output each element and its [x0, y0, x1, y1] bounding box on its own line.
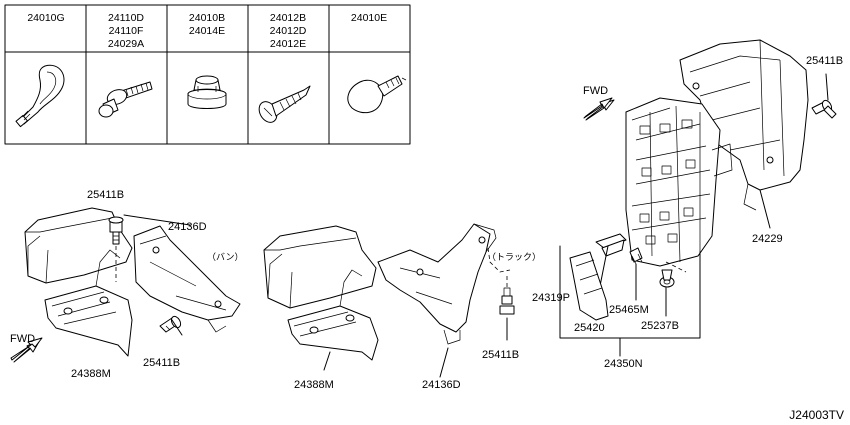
- legend-header-col1-line1: 24010G: [27, 12, 64, 24]
- legend-header-col3-line1: 24010B: [189, 12, 225, 24]
- label-fwd-right: FWD: [583, 85, 608, 97]
- legend-table: 24010G 24110D 24110F 24029A 24010B 24014…: [4, 4, 411, 145]
- label-relay-25465m: 25465M: [609, 304, 649, 316]
- right-assembly: FWD 25411B: [532, 39, 843, 370]
- diagram-code: J24003TV: [789, 408, 844, 422]
- legend-header-col2-line1: 24110D: [108, 12, 144, 24]
- legend-header-col4-line2: 24012D: [270, 25, 307, 37]
- label-protector-24388m-middle: 24388M: [294, 379, 334, 391]
- fwd-arrow-left-icon: [10, 337, 43, 363]
- legend-header-col2-line3: 24029A: [108, 38, 144, 50]
- left-assembly: 25411B 24136D （バン） 25411B 24388M FWD: [10, 189, 243, 380]
- legend-header-col4-line1: 24012B: [270, 12, 306, 24]
- fwd-arrow-right-icon: [583, 97, 615, 121]
- label-protector-24388m-left: 24388M: [71, 368, 111, 380]
- bolt-middle-icon: [499, 287, 515, 315]
- push-clip-icon: [347, 75, 407, 114]
- label-fwd-left: FWD: [10, 333, 35, 345]
- legend-header-col5-line1: 24010E: [351, 12, 387, 24]
- legend-header-col4-line3: 24012E: [270, 38, 306, 50]
- bolt-with-washer-icon: [98, 81, 153, 118]
- label-bolt-25411b-middle: 25411B: [482, 349, 519, 361]
- label-bolt-25411b-top: 25411B: [87, 189, 124, 201]
- label-block-24350n: 24350N: [604, 358, 643, 370]
- label-bracket-24136d-left: 24136D: [168, 221, 207, 233]
- grommet-icon: [187, 75, 227, 109]
- legend-header-col2-line2: 24110F: [109, 25, 144, 37]
- middle-assembly: （トラック） 25411B 24388M 24136D: [263, 223, 541, 391]
- label-cover-24319p: 24319P: [532, 292, 570, 304]
- clip-icon: [659, 269, 675, 288]
- bolt-bottom-icon: [159, 315, 182, 333]
- label-bracket-24229: 24229: [752, 233, 783, 245]
- label-bracket-24136d-middle: 24136D: [422, 379, 461, 391]
- label-variant-van: （バン）: [207, 252, 243, 263]
- bolt-top-icon: [108, 216, 124, 245]
- bolt-right-icon: [811, 99, 837, 119]
- legend-header-col3-line2: 24014E: [189, 25, 225, 37]
- label-bolt-25411b-right: 25411B: [806, 55, 843, 67]
- cable-tie-icon: [15, 64, 65, 128]
- screw-icon: [258, 85, 311, 123]
- label-variant-truck: （トラック）: [487, 252, 541, 263]
- label-clip-25237b: 25237B: [641, 320, 679, 332]
- label-fuse-holder-25420: 25420: [574, 322, 605, 334]
- label-bolt-25411b-bottom: 25411B: [143, 357, 180, 369]
